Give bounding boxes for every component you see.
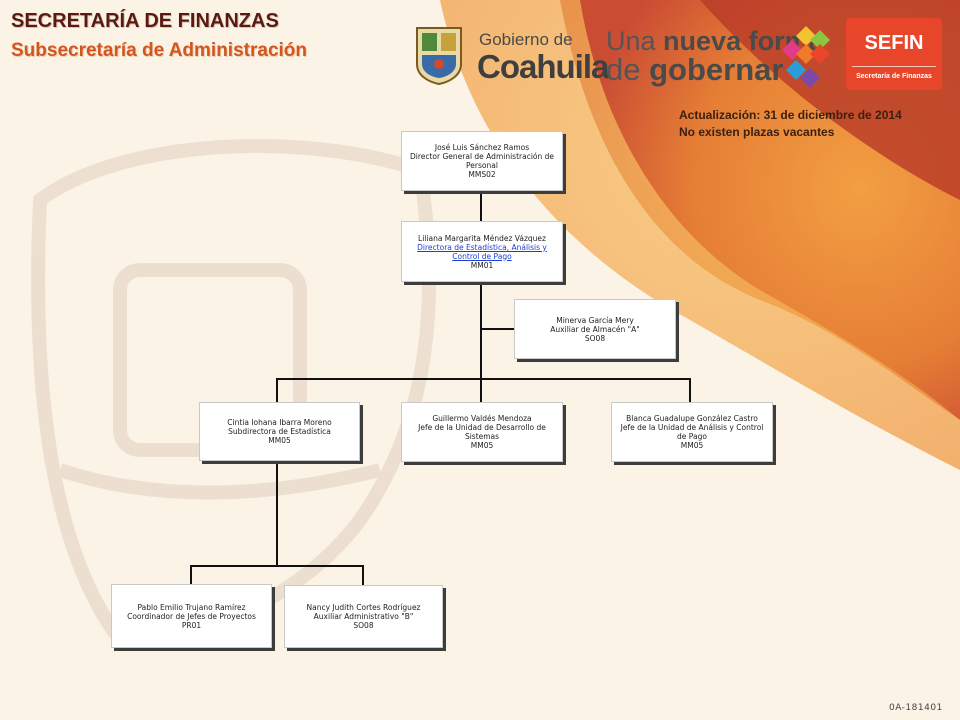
color-blocks-logo	[776, 22, 842, 92]
org-box-auxiliar-admin[interactable]: Nancy Judith Cortes Rodríguez Auxiliar A…	[284, 585, 443, 648]
org-box-director[interactable]: José Luis Sánchez Ramos Director General…	[401, 131, 563, 191]
coahuila-label: Coahuila	[477, 48, 609, 85]
auxiliar-almacen-code: SO08	[584, 333, 606, 343]
director-code: MMS02	[468, 170, 496, 179]
director-title: Director General de Administración de Pe…	[409, 152, 555, 170]
update-note: Actualización: 31 de diciembre de 2014 N…	[679, 107, 902, 141]
connector-level3-horizontal	[276, 378, 691, 380]
sefin-label: SEFIN	[864, 32, 924, 54]
update-date: Actualización: 31 de diciembre de 2014	[679, 108, 902, 122]
slogan-una: Una	[606, 26, 664, 56]
slogan-de: de	[606, 52, 650, 87]
connector-director-directora	[480, 192, 482, 221]
connector-analisis	[689, 378, 691, 403]
org-box-directora[interactable]: Liliana Margarita Méndez Vázquez Directo…	[401, 221, 563, 282]
connector-desarrollo	[480, 378, 482, 403]
connector-level4-horizontal	[190, 565, 364, 567]
director-name: José Luis Sánchez Ramos	[434, 143, 530, 152]
coahuila-seal	[413, 24, 465, 86]
auxiliar-admin-code: SO08	[353, 621, 374, 630]
directora-code: MM01	[470, 260, 494, 270]
auxiliar-almacen-title: Auxiliar de Almacén "A"	[550, 324, 640, 334]
jefe-analisis-name: Blanca Guadalupe González Castro	[626, 414, 758, 423]
connector-subdirectora-down	[276, 461, 278, 566]
page-subtitle: Subsecretaría de Administración	[11, 40, 308, 61]
jefe-analisis-code: MM05	[680, 441, 704, 450]
coordinador-name: Pablo Emilio Trujano Ramírez	[137, 602, 246, 612]
subdirectora-title: Subdirectora de Estadística	[228, 427, 331, 436]
org-box-auxiliar-almacen[interactable]: Minerva García Mery Auxiliar de Almacén …	[514, 299, 676, 359]
slogan-line2: de gobernar	[606, 52, 783, 88]
jefe-desarrollo-title: Jefe de la Unidad de Desarrollo de Siste…	[418, 423, 546, 441]
org-box-jefe-analisis[interactable]: Blanca Guadalupe González Castro Jefe de…	[611, 402, 773, 462]
sefin-divider	[852, 66, 936, 67]
connector-directora-down	[480, 283, 482, 380]
connector-subdirectora	[276, 378, 278, 403]
auxiliar-admin-title: Auxiliar Administrativo "B"	[313, 612, 414, 621]
subdirectora-name: Cintia Iohana Ibarra Moreno	[227, 418, 332, 427]
page-title: SECRETARÍA DE FINANZAS	[11, 10, 279, 32]
connector-auxiliar-admin	[362, 565, 364, 586]
diamond-blocks-icon	[782, 26, 830, 88]
coordinador-code: PR01	[181, 620, 202, 630]
auxiliar-almacen-name: Minerva García Mery	[556, 315, 634, 325]
document-code: 0A-181401	[889, 703, 943, 713]
seal-icon	[416, 27, 462, 86]
slogan-gobernar: gobernar	[649, 52, 784, 87]
connector-coordinador	[190, 565, 192, 585]
jefe-desarrollo-name: Guillermo Valdés Mendoza	[432, 414, 532, 423]
connector-to-auxiliar	[480, 328, 515, 330]
directora-title-link[interactable]: Directora de Estadística, Análisis y Con…	[417, 242, 547, 261]
org-box-jefe-desarrollo[interactable]: Guillermo Valdés Mendoza Jefe de la Unid…	[401, 402, 563, 462]
jefe-desarrollo-code: MM05	[470, 441, 494, 450]
sefin-sublabel: Secretaría de Finanzas	[856, 73, 932, 80]
sefin-logo: SEFIN Secretaría de Finanzas	[846, 18, 942, 90]
org-box-subdirectora[interactable]: Cintia Iohana Ibarra Moreno Subdirectora…	[199, 402, 360, 461]
vacancy-note: No existen plazas vacantes	[679, 125, 835, 139]
org-box-coordinador[interactable]: Pablo Emilio Trujano Ramírez Coordinador…	[111, 584, 272, 648]
jefe-analisis-title: Jefe de la Unidad de Análisis y Control …	[620, 423, 764, 441]
directora-name: Liliana Margarita Méndez Vázquez	[418, 233, 546, 243]
gobierno-label: Gobierno de	[479, 30, 573, 49]
subdirectora-code: MM05	[268, 436, 291, 445]
auxiliar-admin-name: Nancy Judith Cortes Rodríguez	[306, 603, 421, 612]
coordinador-title: Coordinador de Jefes de Proyectos	[127, 611, 256, 621]
